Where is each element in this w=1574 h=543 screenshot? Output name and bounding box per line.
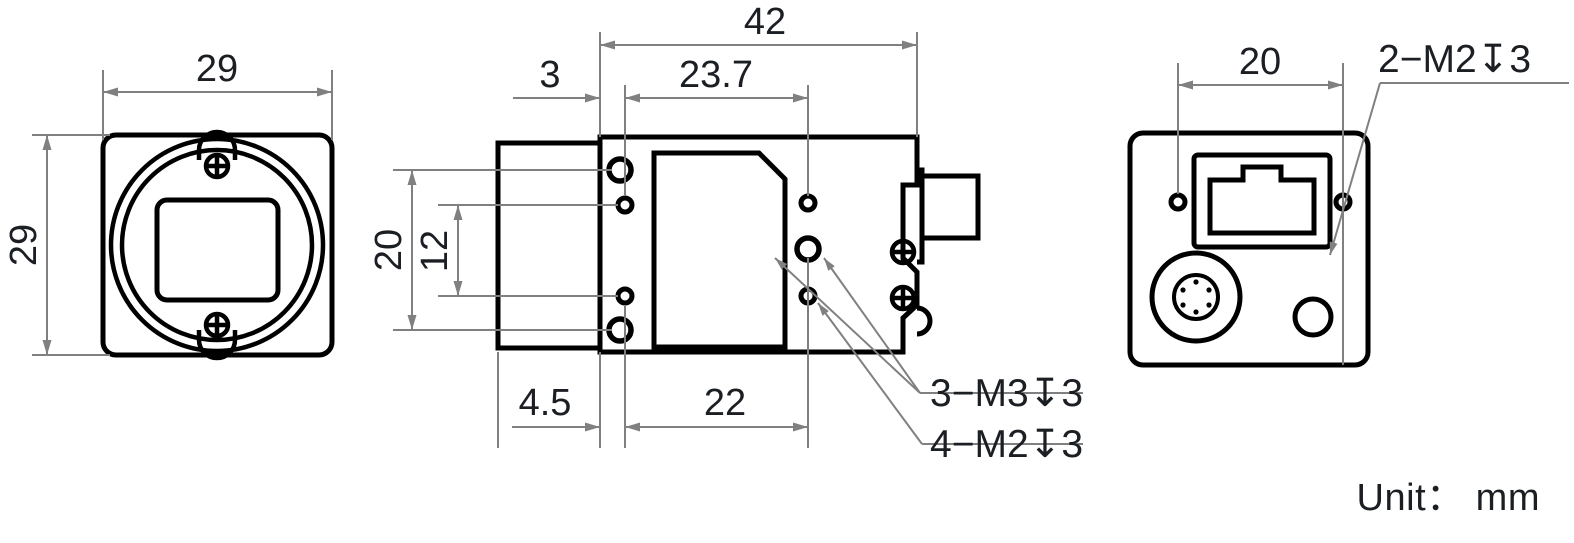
dimension-offset-3: 3 — [513, 54, 600, 103]
dimension-hole-237-label: 23.7 — [679, 54, 753, 96]
front-view-screw-boss-top — [196, 129, 238, 160]
front-view-screw-boss-bottom — [196, 330, 238, 361]
side-view-body — [597, 134, 920, 355]
dimension-span-22: 22 — [625, 382, 808, 432]
rear-view-body — [1127, 130, 1371, 368]
dimension-front-width-label: 29 — [196, 48, 238, 90]
side-view-hole-m3-top-left — [606, 156, 634, 184]
side-view-led-boss — [916, 305, 933, 337]
dimension-rear-20: 20 — [1178, 41, 1343, 90]
side-view-hole-m2-top-left — [615, 195, 635, 215]
dimension-hole-237: 23.7 — [625, 54, 808, 103]
dimension-span-20: 20 — [368, 169, 612, 331]
dimension-offset-45-label: 4.5 — [519, 382, 572, 424]
side-view-hole-m2-top-right — [798, 193, 818, 213]
dimension-rear-20-label: 20 — [1239, 41, 1281, 83]
front-view-screw-bottom — [206, 314, 228, 336]
callout-m2-label: 4−M2↧3 — [930, 423, 1083, 466]
dimension-offset-3-label: 3 — [539, 54, 560, 96]
dimension-span-20-label: 20 — [368, 229, 410, 271]
side-view-inner-panel — [651, 150, 788, 350]
rear-view-io-connector-inner — [1172, 273, 1220, 321]
side-view-hole-m3-bottom-left — [606, 316, 634, 344]
rear-view: 20 2−M2↧3 — [1127, 38, 1569, 368]
front-view-sensor-window — [154, 197, 281, 303]
dimension-front-height-label: 29 — [3, 224, 45, 266]
dimension-overall-length: 42 — [600, 1, 917, 50]
rj45-icon — [1207, 164, 1317, 236]
side-view-hole-m2-bottom-left — [615, 286, 635, 306]
dimension-overall-length-label: 42 — [744, 1, 786, 43]
rear-view-io-connector-outer — [1149, 250, 1243, 344]
side-view-screw-lower — [892, 287, 914, 309]
rear-view-hole-m2-left — [1168, 192, 1188, 212]
leader-callout-rear-m2 — [1329, 82, 1569, 256]
leader-callout-m3 — [774, 257, 1083, 394]
side-view-connector-block — [919, 173, 981, 241]
front-view: 29 29 — [3, 48, 335, 361]
side-view-hole-m3-right — [794, 235, 822, 263]
rear-view-ethernet-port-shell — [1191, 152, 1333, 250]
front-view-screw-top — [206, 155, 228, 177]
callout-rear-m2-label: 2−M2↧3 — [1378, 38, 1531, 81]
rear-view-io-connector-pins — [1180, 279, 1212, 315]
dimension-offset-45: 4.5 — [512, 382, 600, 432]
dimension-front-height: 29 — [3, 134, 110, 356]
callout-m3-label: 3−M3↧3 — [930, 372, 1083, 415]
side-view-screw-upper — [892, 241, 914, 263]
dimension-span-12-label: 12 — [414, 230, 456, 272]
leader-callout-m2 — [817, 302, 1083, 445]
rear-view-led-hole — [1292, 296, 1334, 338]
front-view-lens-ring-outer — [108, 136, 326, 354]
dimension-front-width: 29 — [102, 48, 333, 140]
side-view: 42 23.7 3 20 12 4.5 — [368, 1, 1083, 466]
dimension-span-22-label: 22 — [704, 382, 746, 424]
front-view-lens-ring-inner — [119, 147, 315, 343]
front-view-body — [100, 132, 335, 358]
dimension-span-12: 12 — [414, 204, 618, 297]
side-view-lens-barrel — [495, 140, 600, 351]
unit-note: Unit： mm — [1356, 477, 1540, 519]
